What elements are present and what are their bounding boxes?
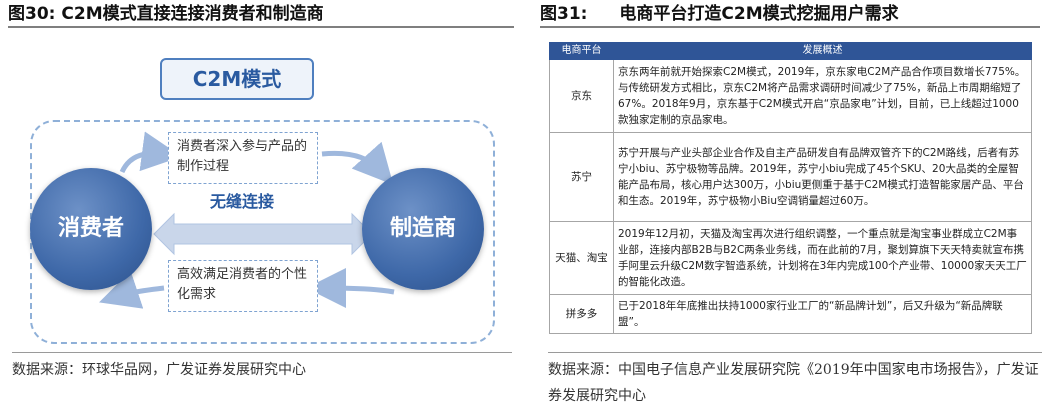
double-arrow-icon xyxy=(153,212,373,256)
diagram-header: C2M模式 xyxy=(160,58,314,100)
curve-arrow-consumer-to-top xyxy=(119,131,182,174)
table-row: 京东 京东两年前就开始探索C2M模式，2019年，京东家电C2M产品合作项目数增… xyxy=(549,59,1032,133)
description-cell: 2019年12月初，天猫及淘宝再次进行组织调整，一个重点就是淘宝事业群成立C2M… xyxy=(613,221,1032,295)
c2m-platform-table: 电商平台 发展概述 京东 京东两年前就开始探索C2M模式，2019年，京东家电C… xyxy=(549,42,1032,334)
c2m-diagram: C2M模式 消费者 制造商 消费者深入参与产品的制作过程 无缝连接 高效满足消费… xyxy=(22,42,512,346)
top-dashed-box: 消费者深入参与产品的制作过程 xyxy=(168,132,318,184)
diagram-arrows xyxy=(99,131,395,309)
bottom-dashed-box: 高效满足消费者的个性化需求 xyxy=(168,260,318,312)
table-header-platform: 电商平台 xyxy=(549,42,614,60)
consumer-circle: 消费者 xyxy=(30,168,152,290)
table-header-description: 发展概述 xyxy=(613,42,1032,60)
seamless-connection-label: 无缝连接 xyxy=(209,192,274,211)
figure-30-number: 图30: xyxy=(8,4,56,24)
description-cell: 苏宁开展与产业头部企业合作及自主产品研发自有品牌双管齐下的C2M路线，后者有苏宁… xyxy=(613,132,1032,222)
description-cell: 京东两年前就开始探索C2M模式，2019年，京东家电C2M产品合作项目数增长77… xyxy=(613,59,1032,133)
table-row: 拼多多 已于2018年年底推出扶持1000家行业工厂的“新品牌计划”，后又升级为… xyxy=(549,294,1032,334)
platform-cell: 天猫、淘宝 xyxy=(549,221,614,295)
platform-cell: 苏宁 xyxy=(549,132,614,222)
curve-arrow-manufacturer-to-bottom xyxy=(306,268,395,309)
figure-31-caption: 电商平台打造C2M模式挖掘用户需求 xyxy=(619,4,899,24)
manufacturer-circle: 制造商 xyxy=(362,168,484,290)
platform-cell: 京东 xyxy=(549,59,614,133)
table-row: 天猫、淘宝 2019年12月初，天猫及淘宝再次进行组织调整，一个重点就是淘宝事业… xyxy=(549,221,1032,295)
figure-31-number: 图31: xyxy=(540,4,588,24)
description-cell: 已于2018年年底推出扶持1000家行业工厂的“新品牌计划”，后又升级为“新品牌… xyxy=(613,294,1032,334)
figure-31-source: 数据来源：中国电子信息产业发展研究院《2019年中国家电市场报告》，广发证券发展… xyxy=(548,352,1042,409)
platform-cell: 拼多多 xyxy=(549,294,614,334)
figure-30-caption: C2M模式直接连接消费者和制造商 xyxy=(61,4,324,24)
figure-30-title: 图30: C2M模式直接连接消费者和制造商 xyxy=(8,0,514,28)
figure-30-source: 数据来源：环球华品网，广发证券发展研究中心 xyxy=(12,352,512,383)
table-row: 苏宁 苏宁开展与产业头部企业合作及自主产品研发自有品牌双管齐下的C2M路线，后者… xyxy=(549,132,1032,222)
curve-arrow-top-to-manufacturer xyxy=(321,141,394,185)
figure-31-title: 图31: 电商平台打造C2M模式挖掘用户需求 xyxy=(540,0,1040,28)
curve-arrow-bottom-to-consumer xyxy=(99,270,165,309)
